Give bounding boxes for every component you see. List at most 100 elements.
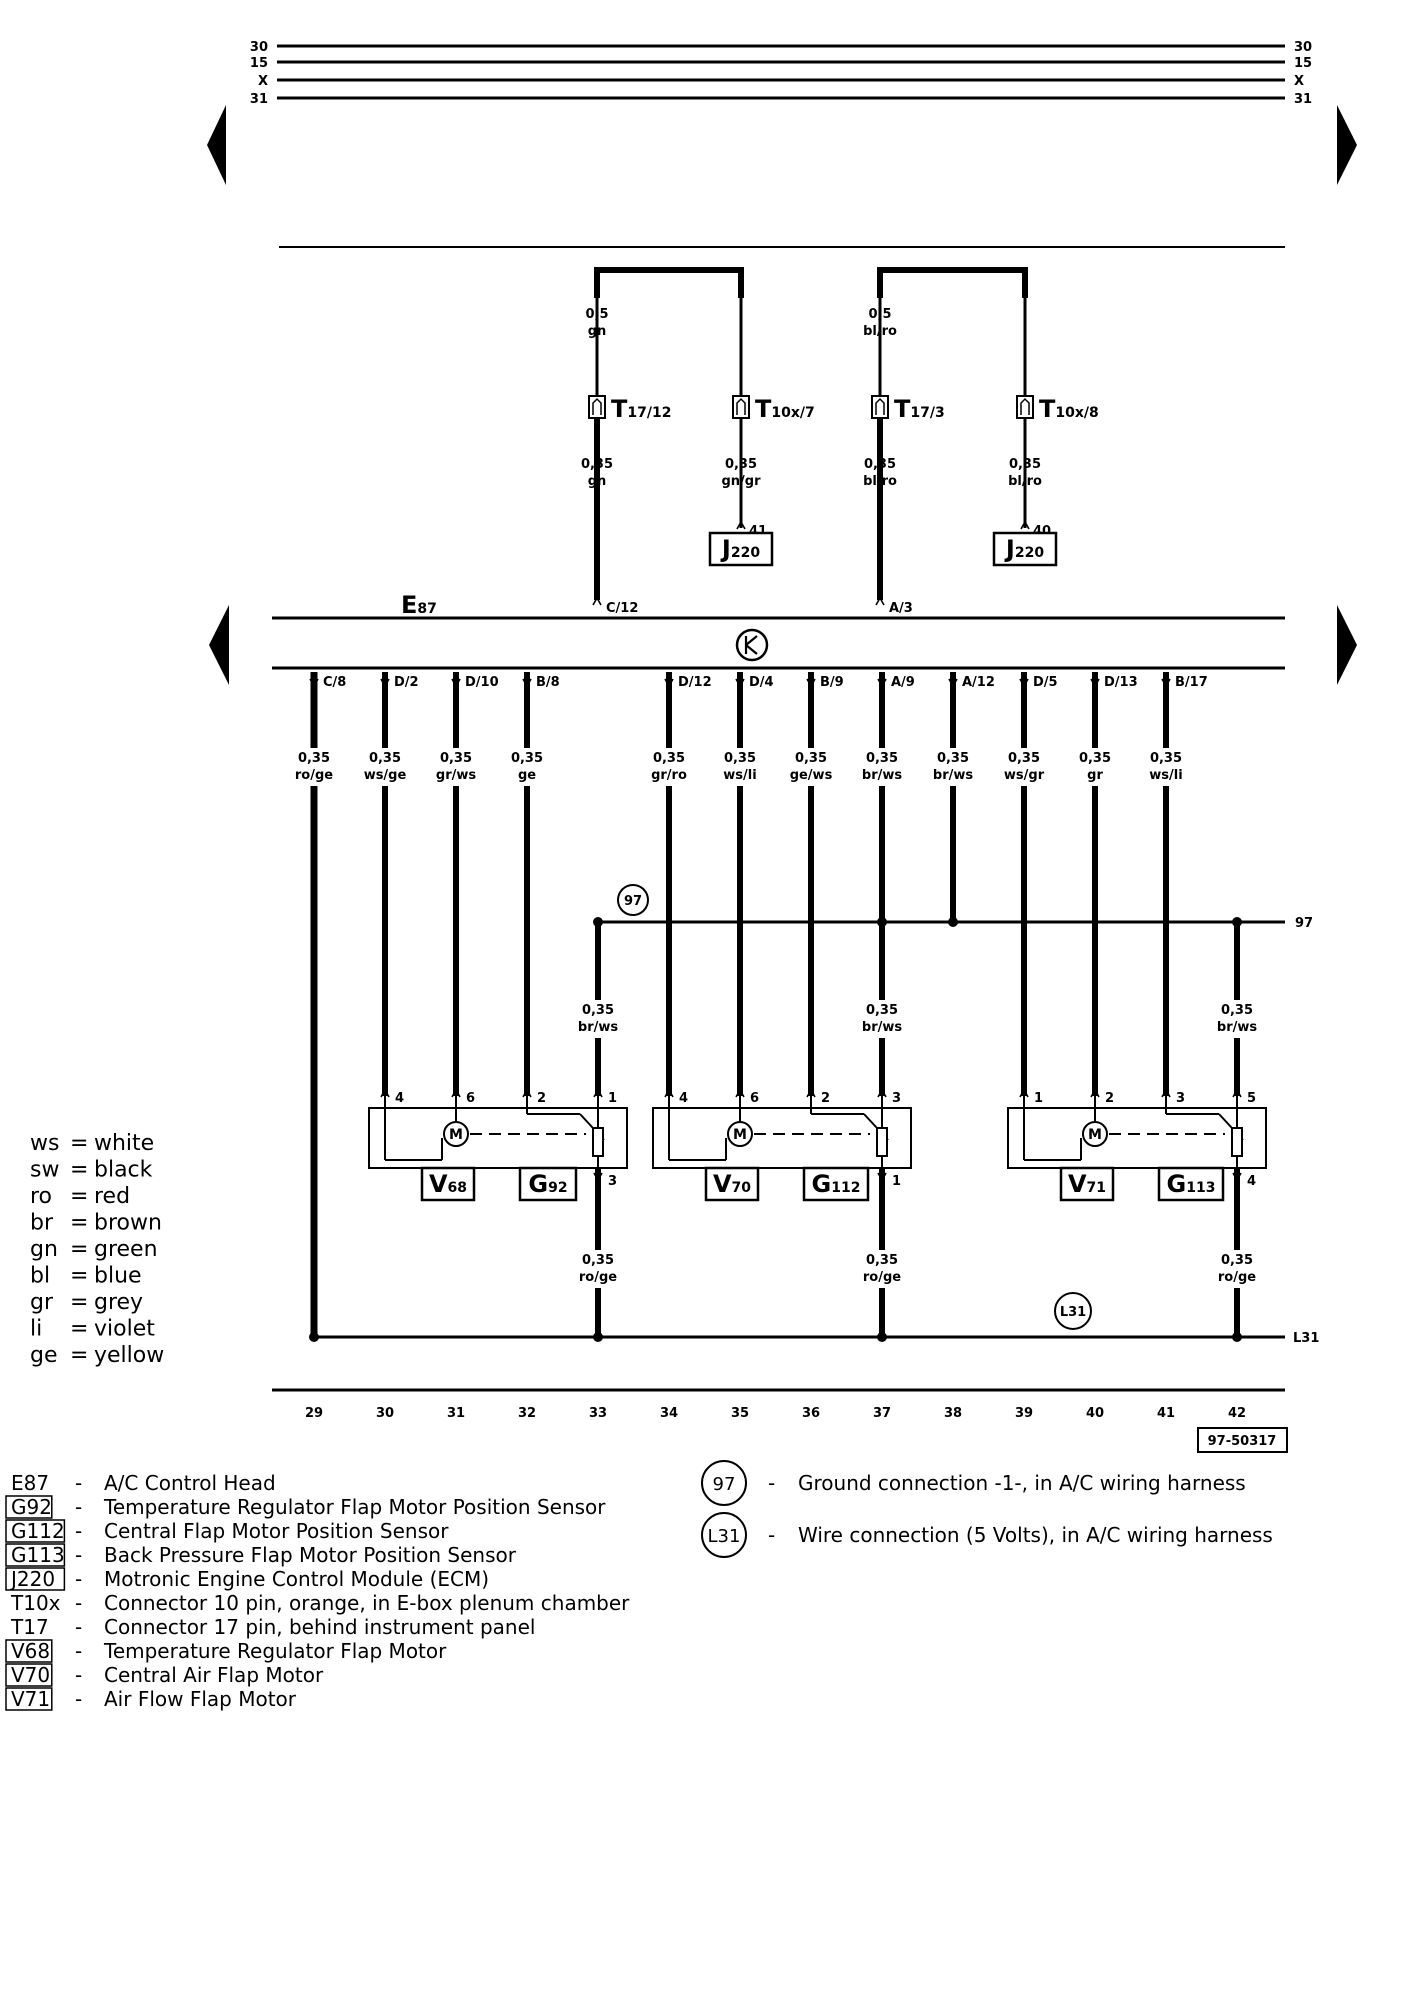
- arrow-up-icon: [735, 1088, 745, 1098]
- control-head-pin-A-3: A/3: [889, 601, 913, 616]
- motor-2-name-box: [1059, 1166, 1115, 1202]
- ecu-wire-5-color: ws/li: [723, 768, 756, 783]
- arrow-down-icon: [735, 678, 745, 688]
- ecu-pin-A-12: A/12: [962, 675, 995, 690]
- arrow-down-icon: [664, 678, 674, 688]
- key-desc-V68: Temperature Regulator Flap Motor: [103, 1639, 447, 1663]
- key-box-V71: [5, 1687, 53, 1711]
- column-number-33: 33: [589, 1406, 607, 1421]
- ecu-pin-A-9: A/9: [891, 675, 915, 690]
- module-1-box: [992, 531, 1058, 567]
- bus-label-right-31: 31: [1294, 92, 1312, 107]
- key-desc-V71: Air Flow Flap Motor: [104, 1687, 297, 1711]
- arrow-down-icon: [806, 678, 816, 688]
- key-desc-G113: Back Pressure Flap Motor Position Sensor: [104, 1543, 517, 1567]
- wire-label-bg: [426, 748, 486, 786]
- wire-label-bg: [852, 748, 912, 786]
- arrow-up-icon: [1232, 1088, 1242, 1098]
- key-dash: -: [75, 1519, 82, 1543]
- column-number-39: 39: [1015, 1406, 1033, 1421]
- bus-label-right-15: 15: [1294, 56, 1312, 71]
- motor-1-out-size: 0,35: [866, 1253, 898, 1268]
- color-name-ge: yellow: [94, 1343, 164, 1368]
- motor-0-pin-2: 2: [537, 1091, 546, 1106]
- motor-1-pin-3: 3: [892, 1091, 901, 1106]
- ecu-wire-7-size: 0,35: [866, 751, 898, 766]
- motor-2-pin-2: 2: [1105, 1091, 1114, 1106]
- loop-1-upper-color: bl/ro: [863, 324, 897, 339]
- color-name-sw: black: [94, 1158, 153, 1183]
- circle-key-L31-icon: [701, 1512, 747, 1558]
- ecu-pin-C-8: C/8: [323, 675, 346, 690]
- motor-2-out-pin: 4: [1247, 1174, 1256, 1189]
- loop-0-right-lower-color: gn/gr: [721, 474, 761, 489]
- ecu-wire-2-color: gr/ws: [436, 768, 476, 783]
- arrow-up-icon: [736, 520, 746, 530]
- key-dash: -: [75, 1663, 82, 1687]
- motor-1-name-box: [704, 1166, 760, 1202]
- sensor-0-name-box: [518, 1166, 578, 1202]
- color-name-br: brown: [94, 1211, 162, 1236]
- wire-label-bg: [1207, 1000, 1267, 1038]
- wire-label-bg: [852, 1000, 912, 1038]
- wire-label-bg: [1136, 748, 1196, 786]
- color-equals: =: [70, 1290, 88, 1315]
- ground-drop-1-color: br/ws: [862, 1020, 902, 1035]
- wire-label-bg: [923, 748, 983, 786]
- arrow-up-icon: [1020, 520, 1030, 530]
- key-box-G112: [5, 1519, 66, 1543]
- color-code-ws: ws: [30, 1131, 59, 1156]
- connection-L31-circle: [1054, 1292, 1092, 1330]
- control-head-k-glyph: [744, 635, 758, 655]
- arrow-up-icon: [1161, 1088, 1171, 1098]
- color-code-br: br: [30, 1211, 54, 1236]
- color-equals: =: [70, 1211, 88, 1236]
- key-desc-E87: A/C Control Head: [104, 1471, 276, 1495]
- arrow-down-icon: [522, 678, 532, 688]
- color-code-ro: ro: [30, 1184, 52, 1209]
- motor-2-out-color: ro/ge: [1218, 1270, 1256, 1285]
- connector-label-1-left: T17/3: [894, 395, 945, 423]
- bus-label-left-31: 31: [250, 92, 268, 107]
- color-code-gn: gn: [30, 1237, 58, 1262]
- connection-junction-dot: [309, 1332, 319, 1342]
- control-head-pin-C-12: C/12: [606, 601, 638, 616]
- arrow-up-icon: [592, 596, 602, 606]
- loop-0-right-lower-size: 0,35: [725, 457, 757, 472]
- wire-label-bg: [284, 748, 344, 786]
- motor-1-pin-2: 2: [821, 1091, 830, 1106]
- key-code-V68: V68: [11, 1639, 50, 1663]
- motor-0-name-box: [420, 1166, 476, 1202]
- column-number-34: 34: [660, 1406, 678, 1421]
- sensor-1-name-box: [802, 1166, 870, 1202]
- connection-junction-dot: [1232, 1332, 1242, 1342]
- motor-1-icon: [727, 1121, 753, 1147]
- key-desc-G112: Central Flap Motor Position Sensor: [104, 1519, 449, 1543]
- ecu-pin-D-13: D/13: [1104, 675, 1138, 690]
- sensor-1-name-label: G112: [812, 1170, 861, 1198]
- connection-junction-dot: [593, 1332, 603, 1342]
- ecu-wire-4-size: 0,35: [653, 751, 685, 766]
- motor-2-symbol: M: [1088, 1127, 1102, 1143]
- arrow-down-icon: [1019, 678, 1029, 688]
- ecu-pin-D-12: D/12: [678, 675, 712, 690]
- page-back-arrow-mid-icon: [209, 605, 229, 685]
- column-number-41: 41: [1157, 1406, 1175, 1421]
- sensor-2-icon: [1231, 1127, 1243, 1157]
- ref-code-box: [1197, 1427, 1288, 1453]
- arrow-up-icon: [593, 1088, 603, 1098]
- color-equals: =: [70, 1264, 88, 1289]
- loop-0-left-lower-color: gn: [588, 474, 607, 489]
- circle-key-97-label: 97: [713, 1474, 736, 1495]
- ground-97-label: 97: [624, 894, 642, 909]
- key-desc-G92: Temperature Regulator Flap Motor Positio…: [103, 1495, 606, 1519]
- module-0-label: J220: [720, 535, 760, 563]
- connection-line-label: L31: [1293, 1331, 1319, 1346]
- arrow-up-icon: [1019, 1088, 1029, 1098]
- ecu-wire-8-color: br/ws: [933, 768, 973, 783]
- ecu-pin-B-9: B/9: [820, 675, 844, 690]
- ground-line-label: 97: [1295, 916, 1313, 931]
- motor-1-out-color: ro/ge: [863, 1270, 901, 1285]
- color-name-ro: red: [94, 1184, 130, 1209]
- key-dash: -: [75, 1687, 82, 1711]
